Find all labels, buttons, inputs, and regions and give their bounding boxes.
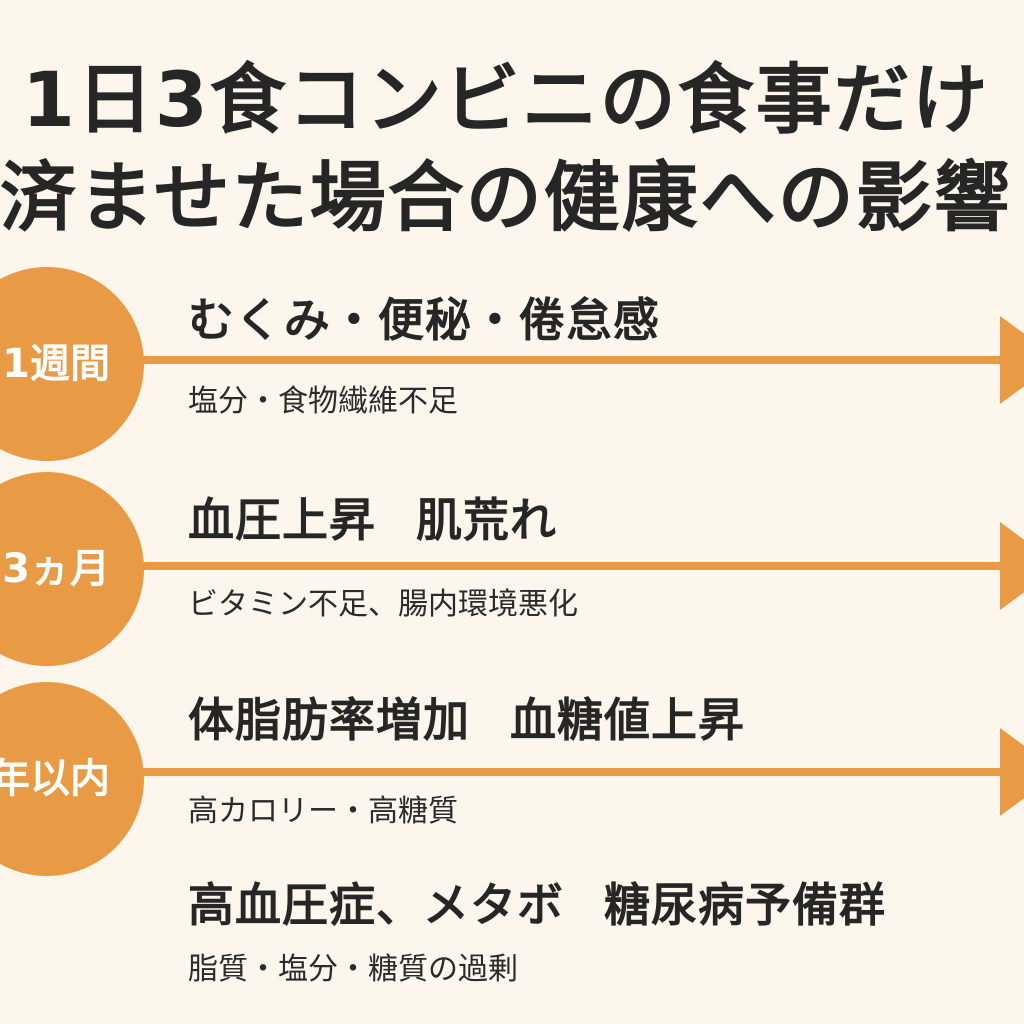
effect-headline-3: 体脂肪率増加血糖値上昇	[188, 692, 745, 748]
effect-headline-4: 高血圧症、メタボ糖尿病予備群	[188, 877, 886, 933]
period-circle-2: ~3ヵ月	[0, 472, 144, 666]
effect-headline-1: むくみ・便秘・倦怠感	[188, 292, 660, 348]
title-line-1: 1日3食コンビニの食事だけ	[22, 55, 990, 144]
period-label: 年以内	[0, 756, 110, 802]
timeline-arrow-3	[140, 768, 1010, 776]
period-label: 1週間	[2, 341, 110, 387]
title-line-2: 済ませた場合の健康への影響	[0, 153, 1012, 242]
timeline-arrow-2	[140, 562, 1010, 570]
effect-text: 高血圧症、メタボ	[188, 878, 564, 932]
timeline-arrow-1	[140, 356, 1010, 364]
arrow-head-icon	[1000, 728, 1024, 816]
period-circle-1: 1週間	[0, 267, 144, 461]
cause-text-1: 塩分・食物繊維不足	[188, 384, 458, 419]
effect-text: 肌荒れ	[416, 493, 557, 547]
cause-text-3: 高カロリー・高糖質	[188, 794, 458, 829]
effect-text: 血圧上昇	[188, 493, 376, 547]
cause-text-2: ビタミン不足、腸内環境悪化	[188, 587, 578, 622]
arrow-head-icon	[1000, 316, 1024, 404]
period-label: ~3ヵ月	[0, 546, 110, 592]
period-circle-3: 年以内	[0, 682, 144, 876]
effect-text: 体脂肪率増加	[188, 693, 470, 747]
effect-text: 糖尿病予備群	[604, 878, 886, 932]
effect-text: 血糖値上昇	[510, 693, 745, 747]
cause-text-4: 脂質・塩分・糖質の過剰	[188, 952, 518, 987]
effect-text: むくみ・便秘・倦怠感	[188, 293, 660, 347]
arrow-head-icon	[1000, 522, 1024, 610]
effect-headline-2: 血圧上昇肌荒れ	[188, 492, 557, 548]
